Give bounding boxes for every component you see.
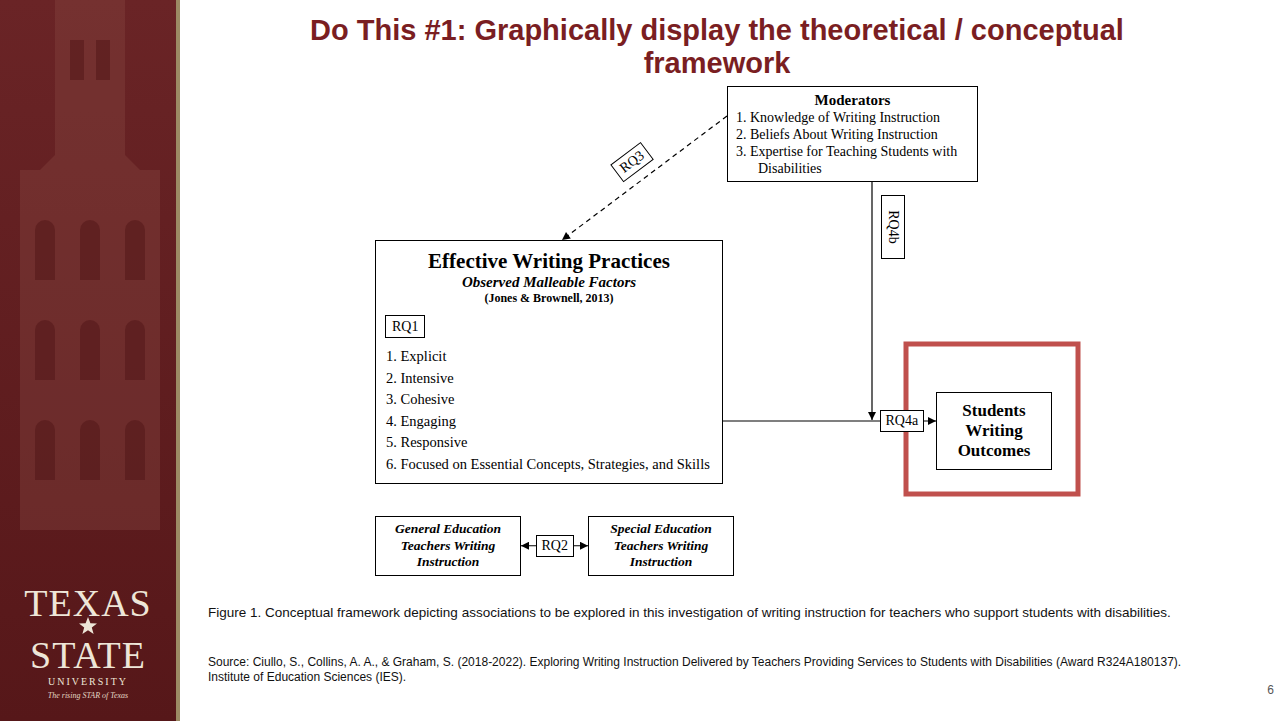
rq-box: RQ4b	[881, 195, 905, 259]
list-item: 6. Focused on Essential Concepts, Strate…	[386, 454, 710, 476]
connector	[562, 116, 727, 240]
list-item: 1. Knowledge of Writing Instruction	[736, 109, 969, 126]
list-item: 3. Cohesive	[386, 389, 454, 411]
source-note: Source: Ciullo, S., Collins, A. A., & Gr…	[208, 655, 1208, 685]
practices-box: Effective Writing PracticesObserved Mall…	[375, 240, 723, 484]
list-item: 3. Expertise for Teaching Students with …	[736, 143, 969, 177]
building-texture	[20, 0, 160, 530]
rq-label: RQ4a	[880, 410, 925, 432]
box-text: Special Education Teachers Writing Instr…	[595, 521, 727, 571]
rq-label: RQ4b	[884, 210, 902, 243]
building-windows	[35, 40, 145, 480]
list-item: 2. Beliefs About Writing Instruction	[736, 126, 969, 143]
box-text: Students Writing Outcomes	[947, 401, 1041, 461]
list-item: 1. Explicit	[386, 346, 446, 368]
rq-label: RQ1	[392, 317, 418, 336]
page-number: 6	[1250, 683, 1274, 697]
list-item: 5. Responsive	[386, 432, 467, 454]
rq-label: RQ2	[536, 535, 574, 557]
citation: (Jones & Brownell, 2013)	[386, 291, 712, 306]
list-item: 2. Intensive	[386, 368, 454, 390]
moderation-line	[871, 182, 872, 420]
logo-word: STATE	[0, 635, 176, 675]
outcome-box: Students Writing Outcomes	[936, 392, 1052, 470]
logo-word: UNIVERSITY	[0, 676, 176, 688]
moderator-box: Moderators1. Knowledge of Writing Instru…	[727, 86, 978, 182]
box-heading: Moderators	[736, 91, 969, 109]
box-heading: Effective Writing Practices	[386, 249, 712, 273]
teacher-box: Special Education Teachers Writing Instr…	[588, 516, 734, 576]
highlight-frame	[906, 344, 1078, 494]
sidebar-band	[0, 0, 176, 721]
sidebar-stripe	[176, 0, 180, 721]
logo-tagline: The rising STAR of Texas	[0, 691, 176, 701]
logo-word: TEXAS	[0, 583, 176, 623]
figure-caption: Figure 1. Conceptual framework depicting…	[208, 604, 1198, 621]
list-item: 4. Engaging	[386, 411, 456, 433]
box-subheading: Observed Malleable Factors	[386, 273, 712, 291]
box-text: General Education Teachers Writing Instr…	[382, 521, 514, 571]
rq-box: RQ1	[385, 315, 425, 338]
slide-title: Do This #1: Graphically display the theo…	[237, 14, 1197, 80]
rq-label: RQ3	[611, 142, 655, 183]
teacher-box: General Education Teachers Writing Instr…	[375, 516, 521, 576]
